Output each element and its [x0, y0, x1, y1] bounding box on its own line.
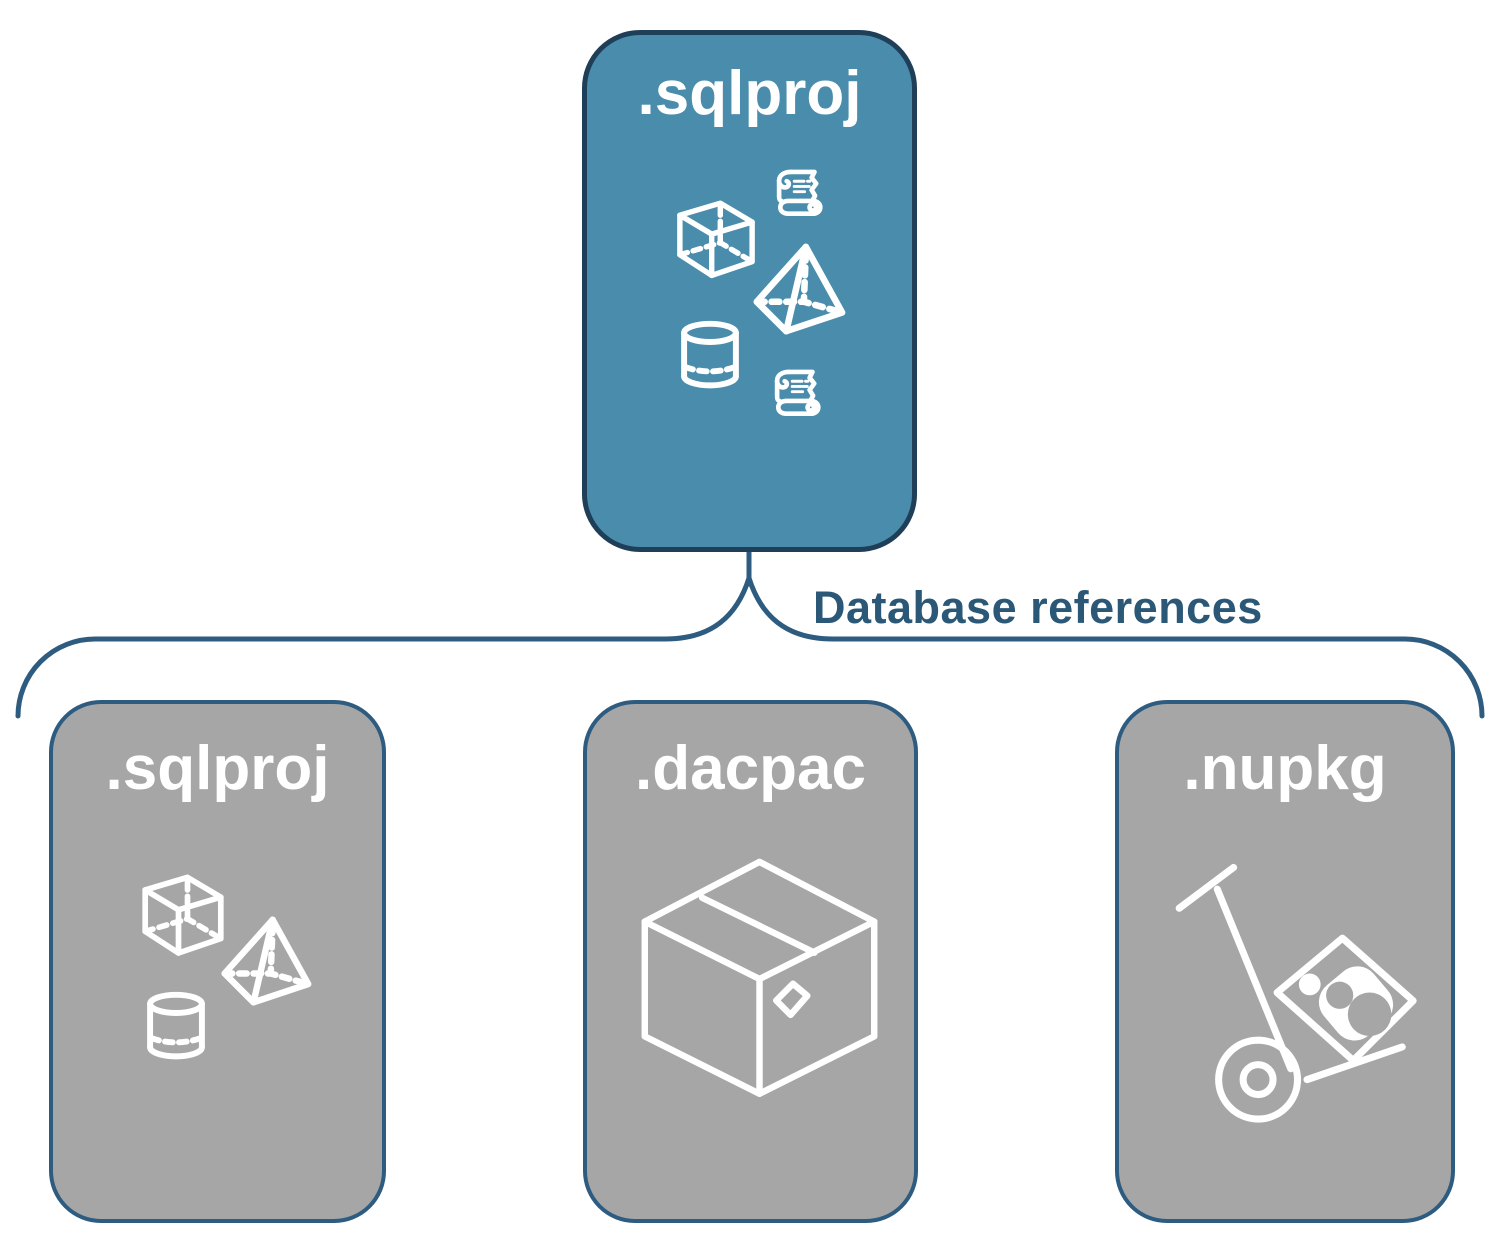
sql-object-icons	[53, 704, 382, 1219]
package-box-icon	[645, 862, 874, 1094]
node-label: .dacpac	[635, 734, 866, 803]
cube-icon	[145, 877, 221, 953]
pyramid-icon	[757, 247, 842, 331]
scroll-icon	[779, 172, 820, 214]
nupkg-icon-group	[1119, 704, 1451, 1219]
node-label: .sqlproj	[105, 734, 330, 803]
cube-icon	[680, 203, 752, 275]
node-label: .nupkg	[1183, 734, 1387, 803]
node-child-sqlproj: .sqlproj	[49, 700, 386, 1223]
pyramid-icon	[225, 920, 309, 1003]
cylinder-icon	[684, 324, 736, 386]
dacpac-icon-group	[587, 704, 914, 1219]
scroll-icon	[777, 372, 818, 414]
nuget-hand-truck-icon	[1179, 867, 1413, 1119]
cylinder-icon	[150, 995, 202, 1057]
sql-object-icons	[587, 35, 912, 547]
edge-label: Database references	[813, 582, 1263, 633]
node-root-sqlproj: .sqlproj	[582, 30, 917, 552]
node-child-dacpac: .dacpac	[583, 700, 918, 1223]
node-label: .sqlproj	[637, 59, 862, 128]
node-child-nupkg: .nupkg	[1115, 700, 1455, 1223]
